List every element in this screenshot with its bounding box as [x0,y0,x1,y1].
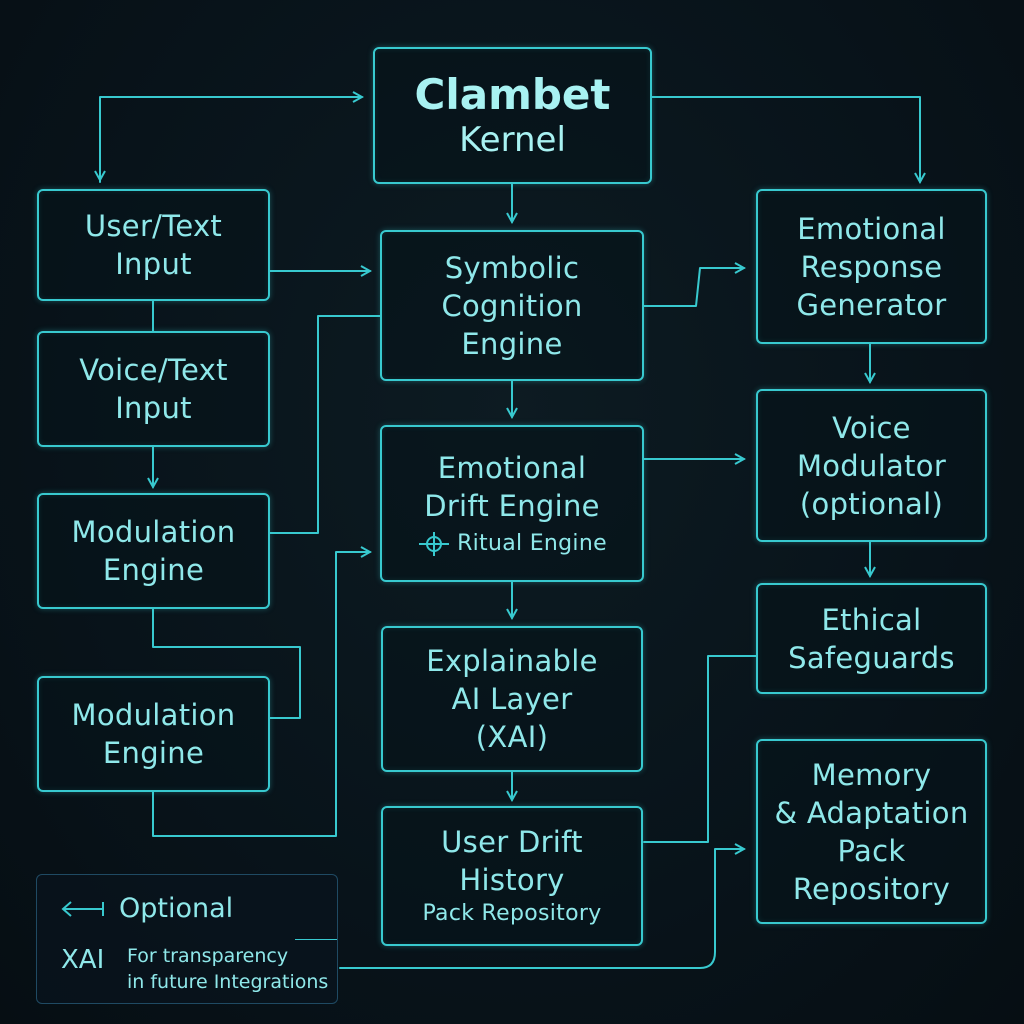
explainable-ai-node[interactable]: Explainable AI Layer (XAI) [381,626,643,772]
node-label-line: Drift Engine [424,488,600,523]
node-label-line: Memory [811,757,932,792]
legend-optional-row: Optional [59,893,233,924]
node-label-line: (optional) [799,486,944,521]
node-label-line: Engine [102,736,205,770]
kernel-title: Clambet [414,69,611,119]
legend-xai-label: XAI [61,945,105,975]
modulation-engine-node-1[interactable]: Modulation Engine [37,493,270,609]
node-label-line: User Drift [441,825,583,859]
connector-legend-to-memory [339,849,744,969]
node-label-line: Engine [461,326,563,361]
node-label-line: Safeguards [788,640,955,675]
user-drift-history-node[interactable]: User Drift History Pack Repository [381,806,643,946]
legend-optional-label: Optional [119,893,234,924]
node-label-line: Input [115,247,192,281]
connector-left-to-kernel [99,97,362,183]
node-label-line: Response [800,249,943,284]
node-label-line: Voice/Text [79,353,228,387]
user-text-input-node[interactable]: User/Text Input [37,189,270,301]
legend-desc-line-2: in future Integrations [127,971,329,993]
voice-text-input-node[interactable]: Voice/Text Input [37,331,270,447]
connector-history-to-ethical [643,655,757,843]
node-label-line: (XAI) [475,720,549,754]
node-label-line: Symbolic [444,250,580,285]
connector-symbolic-to-emotional-response [643,268,744,307]
node-label-line: History [459,863,565,897]
modulation-engine-node-2[interactable]: Modulation Engine [37,676,270,792]
node-label-line: Modulation [71,698,236,732]
node-label-line: AI Layer [451,682,573,716]
emotional-response-node[interactable]: Emotional Response Generator [756,189,987,344]
node-label-line: Input [115,391,192,425]
user-drift-sub-label: Pack Repository [422,901,602,926]
emotional-drift-node[interactable]: Emotional Drift Engine Ritual Engine [380,425,644,582]
ritual-engine-row: Ritual Engine [417,529,607,559]
kernel-node[interactable]: Clambet Kernel [373,47,652,184]
node-label-line: Emotional [437,450,587,485]
legend-divider [295,939,337,940]
legend-desc-line-1: For transparency [127,945,289,967]
node-label-line: Modulator [796,448,947,483]
connector-modulation-to-modulation [152,608,301,719]
legend: Optional XAI For transparency in future … [36,874,338,1004]
node-label-line: & Adaptation [774,795,969,830]
node-label-line: Pack [837,833,906,868]
kernel-subtitle: Kernel [459,119,566,160]
node-label-line: Ethical [821,602,922,637]
connector-kernel-to-emotional-response [651,96,920,182]
connector-modulation-to-symbolic [269,315,381,534]
symbolic-cognition-node[interactable]: Symbolic Cognition Engine [380,230,644,381]
memory-adaptation-node[interactable]: Memory & Adaptation Pack Repository [756,739,987,924]
node-label-line: Repository [792,871,951,906]
legend-xai-description: For transparency in future Integrations [127,943,328,995]
node-label-line: Generator [796,287,947,322]
node-label-line: Voice [832,410,911,445]
crosshair-icon [419,531,450,556]
node-label-line: User/Text [84,209,223,243]
ritual-engine-label: Ritual Engine [457,530,607,556]
voice-modulator-node[interactable]: Voice Modulator (optional) [756,389,987,542]
node-label-line: Modulation [71,515,236,549]
node-label-line: Cognition [441,288,583,323]
node-label-line: Explainable [426,644,598,678]
connector-modulation2-to-drift [152,552,370,837]
optional-arrow-icon [61,900,104,917]
node-label-line: Emotional [797,211,946,246]
node-label-line: Engine [102,553,205,587]
ethical-safeguards-node[interactable]: Ethical Safeguards [756,583,987,694]
